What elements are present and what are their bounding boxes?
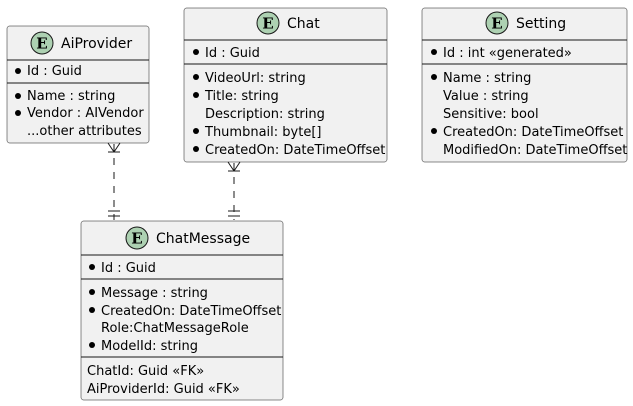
attribute-id: Id : Guid	[101, 261, 156, 276]
svg-text:E: E	[262, 15, 273, 33]
entity-title: Setting	[516, 16, 566, 32]
mandatory-bullet-icon	[89, 307, 95, 313]
attribute-message: Message : string	[101, 286, 208, 301]
attribute-modifiedon: ModifiedOn: DateTimeOffset	[443, 143, 627, 158]
mandatory-bullet-icon	[431, 128, 437, 134]
exactly-one-icon	[108, 210, 120, 217]
entity-badge-icon: E	[485, 11, 509, 35]
attribute-name: Name : string	[443, 71, 531, 86]
entity-setting[interactable]: E Setting Id : int «generated» Name : st…	[421, 7, 627, 163]
attribute-videourl: VideoUrl: string	[205, 71, 306, 86]
mandatory-bullet-icon	[15, 110, 21, 116]
mandatory-bullet-icon	[193, 128, 199, 134]
mandatory-bullet-icon	[431, 74, 437, 80]
attribute-chatid-fk: ChatId: Guid «FK»	[87, 364, 204, 379]
relationship-aiprovider-chatmessage[interactable]	[107, 142, 121, 220]
entity-chatmessage[interactable]: E ChatMessage Id : Guid Message : string…	[80, 220, 284, 401]
crows-foot-icon	[107, 142, 121, 153]
attribute-other: ...other attributes	[27, 124, 142, 139]
attribute-createdon: CreatedOn: DateTimeOffset	[443, 125, 623, 140]
entity-aiprovider[interactable]: E AiProvider Id : Guid Name : string Ven…	[6, 25, 150, 144]
attribute-aiproviderid-fk: AiProviderId: Guid «FK»	[87, 382, 240, 397]
attribute-id: Id : Guid	[205, 46, 260, 61]
attribute-name: Name : string	[27, 89, 115, 104]
svg-text:E: E	[36, 35, 47, 53]
attribute-value: Value : string	[443, 89, 529, 104]
exactly-one-icon	[228, 210, 240, 217]
attribute-createdon: CreatedOn: DateTimeOffset	[205, 143, 385, 158]
mandatory-bullet-icon	[193, 92, 199, 98]
attribute-modelid: ModelId: string	[101, 339, 198, 354]
entity-title: Chat	[287, 16, 320, 32]
crows-foot-icon	[227, 161, 241, 172]
mandatory-bullet-icon	[15, 93, 21, 99]
svg-text:E: E	[131, 230, 142, 248]
mandatory-bullet-icon	[193, 74, 199, 80]
entity-title: ChatMessage	[156, 231, 250, 247]
entity-chat[interactable]: E Chat Id : Guid VideoUrl: string Title:…	[183, 7, 388, 163]
key-bullet-icon	[431, 49, 437, 55]
relationship-chat-chatmessage[interactable]	[227, 161, 241, 220]
attribute-title: Title: string	[204, 89, 279, 104]
attribute-id: Id : int «generated»	[443, 46, 572, 61]
mandatory-bullet-icon	[89, 342, 95, 348]
key-bullet-icon	[15, 68, 21, 74]
entity-badge-icon: E	[125, 226, 149, 250]
attribute-sensitive: Sensitive: bool	[443, 107, 539, 122]
attribute-vendor: Vendor : AIVendor	[27, 106, 144, 121]
attribute-id: Id : Guid	[27, 64, 82, 79]
mandatory-bullet-icon	[193, 146, 199, 152]
attribute-role: Role:ChatMessageRole	[101, 321, 249, 336]
entity-badge-icon: E	[256, 11, 280, 35]
mandatory-bullet-icon	[89, 289, 95, 295]
entity-title: AiProvider	[61, 36, 132, 52]
entity-badge-icon: E	[30, 31, 54, 55]
attribute-thumbnail: Thumbnail: byte[]	[204, 125, 321, 140]
key-bullet-icon	[193, 49, 199, 55]
key-bullet-icon	[89, 264, 95, 270]
attribute-createdon: CreatedOn: DateTimeOffset	[101, 304, 281, 319]
attribute-description: Description: string	[205, 107, 325, 122]
svg-text:E: E	[491, 15, 502, 33]
